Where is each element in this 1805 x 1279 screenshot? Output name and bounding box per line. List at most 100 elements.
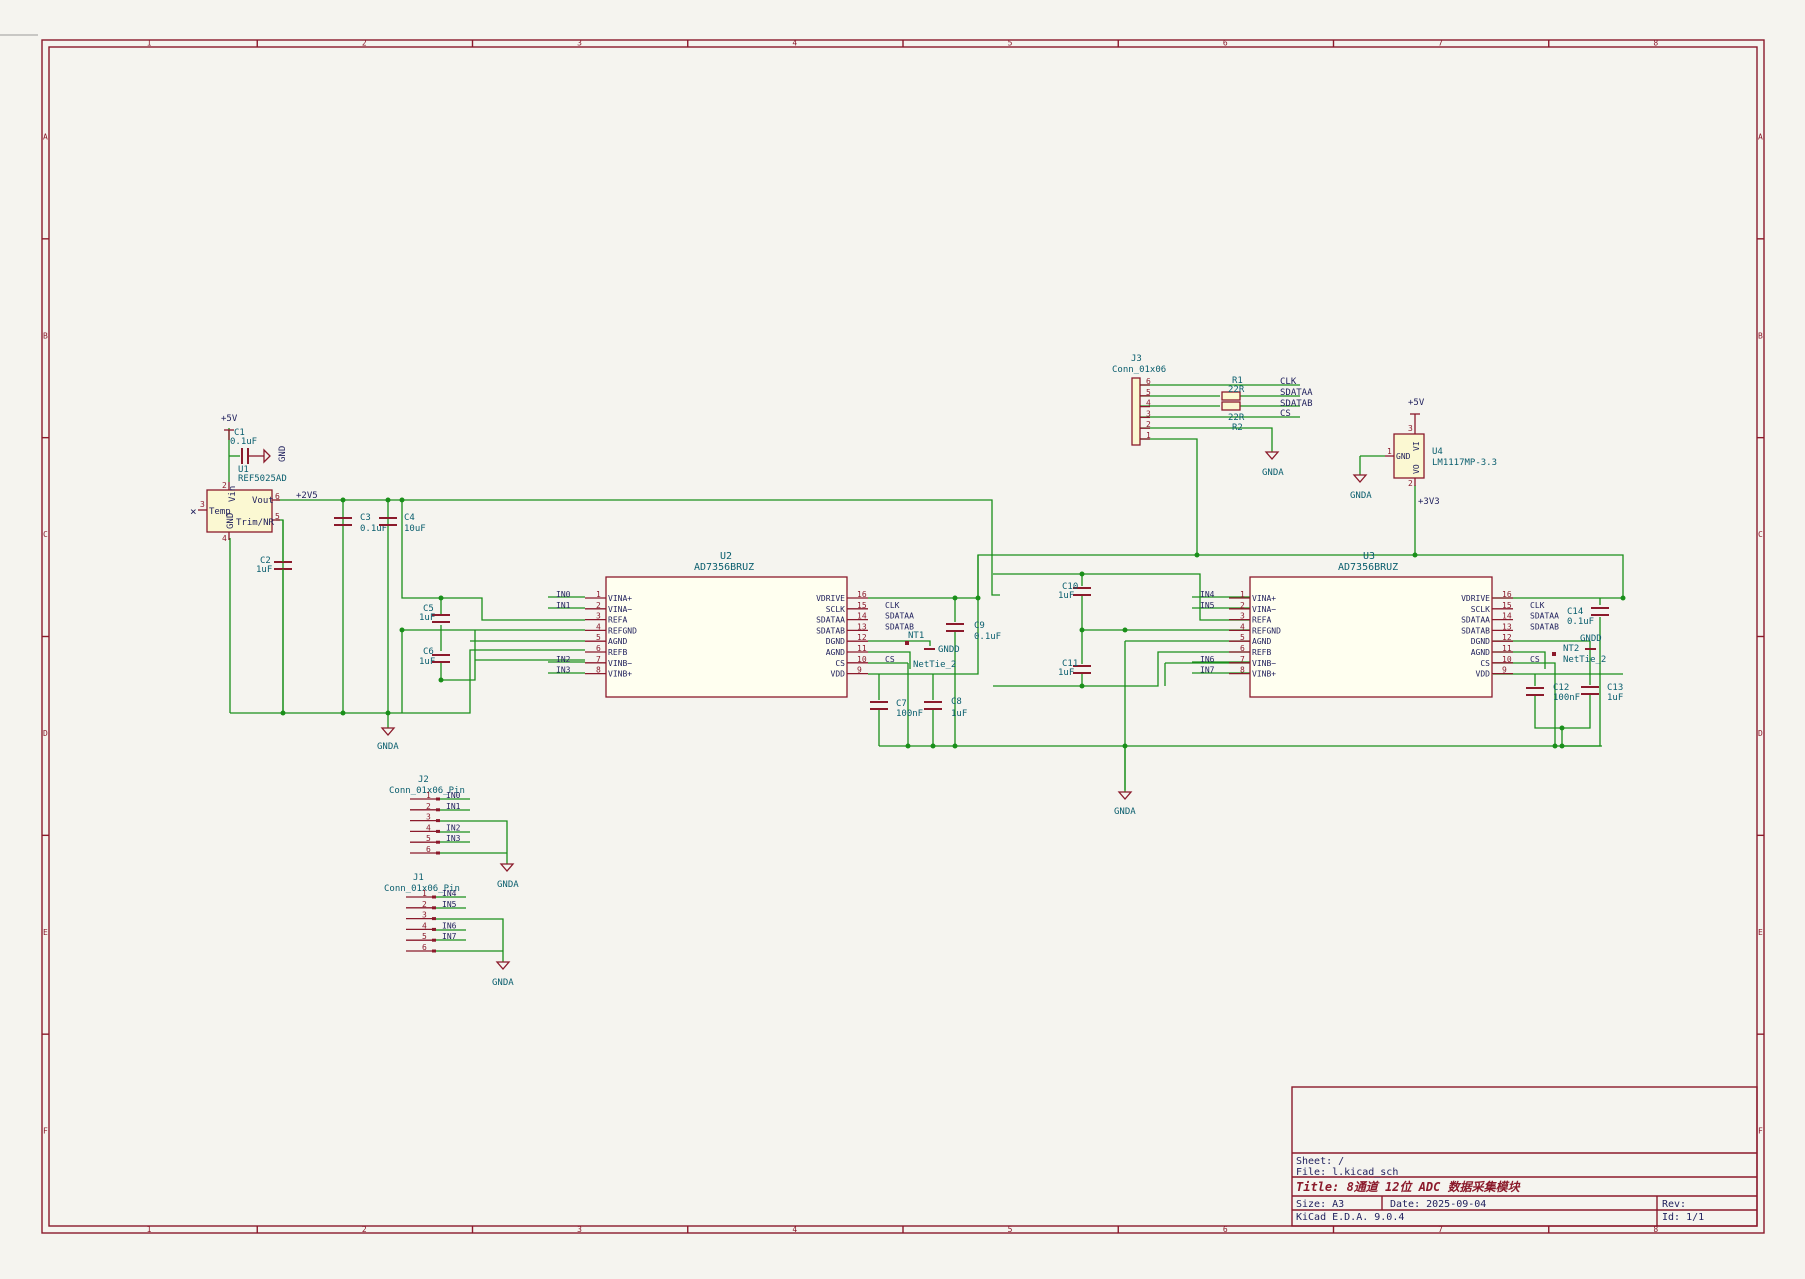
svg-text:GNDA: GNDA (1262, 468, 1284, 478)
svg-text:VI: VI (1412, 441, 1421, 451)
tb-id: Id: 1/1 (1662, 1212, 1704, 1223)
ic-pin-number: 3 (1240, 612, 1245, 621)
svg-text:GNDA: GNDA (1350, 491, 1372, 501)
frame-row-label-right: E (1758, 928, 1763, 937)
svg-text:CLK: CLK (1280, 377, 1297, 387)
ic-pin-name: AGND (1471, 648, 1490, 657)
u1-pin-vin: Vin (228, 486, 238, 502)
svg-text:1uF: 1uF (256, 565, 272, 575)
net-label: IN2 (446, 823, 461, 832)
ic-pin-name: VINA+ (608, 594, 632, 603)
svg-text:0.1uF: 0.1uF (1567, 617, 1594, 627)
svg-text:C2: C2 (260, 556, 271, 566)
ic-pin-name: REFA (608, 616, 627, 625)
c3-cap[interactable]: C3 0.1uF (334, 513, 387, 534)
ic-pin-number: 15 (1502, 601, 1512, 610)
svg-text:6: 6 (275, 492, 280, 501)
ic-pin-name: SCLK (1471, 605, 1490, 614)
svg-text:2: 2 (222, 481, 227, 490)
c4-cap[interactable]: C4 10uF (379, 513, 426, 534)
frame-row-label-right: B (1758, 331, 1763, 340)
gnda-symbol-1: GNDA (377, 727, 399, 752)
u4-regulator[interactable]: GND VO VI 1 2 3 U4 LM1117MP-3.3 +5V +3V3… (1350, 398, 1497, 507)
connector-pin-number: 4 (1146, 399, 1151, 408)
svg-text:C7: C7 (896, 699, 907, 709)
svg-text:C11: C11 (1062, 659, 1078, 669)
frame-col-label-top: 5 (1008, 39, 1013, 48)
ic-pin-name: REFB (1252, 648, 1271, 657)
svg-text:LM1117MP-3.3: LM1117MP-3.3 (1432, 458, 1497, 468)
connector-pin-number: 5 (426, 834, 431, 843)
junction-dots (280, 497, 1626, 749)
c11-cap[interactable]: C11 1uF (1058, 659, 1091, 678)
ic-pin-number: 10 (1502, 655, 1512, 664)
u1-ref5025ad[interactable]: Temp Vin GND Vout Trim/NR 3 2 4 6 5 × U1… (190, 414, 318, 543)
frame-col-label-bottom: 1 (147, 1225, 152, 1234)
svg-text:1: 1 (1387, 447, 1392, 456)
c13-cap[interactable]: C13 1uF (1581, 683, 1623, 703)
svg-text:100nF: 100nF (896, 709, 923, 719)
connector-pin-number: 4 (426, 823, 431, 832)
u1-ref: U1 (238, 465, 249, 475)
connector-pin-number: 5 (422, 932, 427, 941)
u3-ref: U3 (1363, 551, 1375, 562)
svg-text:0.1uF: 0.1uF (230, 437, 257, 447)
c1-cap[interactable]: C1 0.1uF GND (230, 428, 288, 464)
svg-text:VO: VO (1412, 464, 1421, 474)
u2-ref: U2 (720, 551, 732, 562)
svg-text:C10: C10 (1062, 582, 1078, 592)
tb-date: Date: 2025-09-04 (1390, 1199, 1486, 1210)
svg-text:100nF: 100nF (1553, 693, 1580, 703)
svg-text:22R: 22R (1228, 385, 1245, 395)
svg-text:GNDD: GNDD (938, 645, 960, 655)
svg-text:C8: C8 (951, 697, 962, 707)
frame-col-label-top: 6 (1223, 39, 1228, 48)
c10-cap[interactable]: C10 1uF (1058, 582, 1091, 601)
ic-pin-number: 16 (1502, 590, 1512, 599)
frame-col-label-bottom: 3 (577, 1225, 582, 1234)
net-label: IN1 (446, 802, 461, 811)
ic-pin-number: 4 (596, 622, 601, 631)
ic-pin-number: 10 (857, 655, 867, 664)
tb-size: Size: A3 (1296, 1199, 1344, 1210)
ic-pin-name: VINA+ (1252, 594, 1276, 603)
ic-pin-name: CS (835, 659, 845, 668)
svg-text:GNDA: GNDA (1114, 807, 1136, 817)
ic-pin-number: 14 (857, 612, 867, 621)
frame-col-label-top: 2 (362, 39, 367, 48)
c7-cap[interactable]: C7 100nF (870, 699, 923, 719)
svg-text:1uF: 1uF (951, 709, 967, 719)
c9-cap[interactable]: C9 0.1uF (946, 621, 1001, 642)
ic-pin-number: 12 (1502, 633, 1512, 642)
frame-row-label-left: E (43, 928, 48, 937)
svg-text:C9: C9 (974, 621, 985, 631)
net-label: CLK (885, 601, 900, 610)
svg-text:1uF: 1uF (419, 613, 435, 623)
c2-cap[interactable]: C2 1uF (256, 556, 292, 575)
c12-cap[interactable]: C12 100nF (1526, 683, 1580, 703)
ic-pin-number: 9 (857, 666, 862, 675)
svg-text:C1: C1 (234, 428, 245, 438)
net-label: IN7 (1200, 666, 1215, 675)
svg-text:SDATAA: SDATAA (1280, 388, 1313, 398)
net-label: IN4 (442, 889, 457, 898)
ic-pin-number: 2 (596, 601, 601, 610)
ic-pin-number: 5 (1240, 633, 1245, 642)
net-label: CS (1530, 655, 1540, 664)
frame-col-label-bottom: 8 (1653, 1225, 1658, 1234)
frame-row-label-left: D (43, 729, 48, 738)
frame-row-label-right: D (1758, 729, 1763, 738)
c8-cap[interactable]: C8 1uF (924, 697, 967, 719)
c6-cap[interactable]: C6 1uF (419, 647, 450, 667)
ic-pin-number: 13 (1502, 622, 1512, 631)
svg-text:C12: C12 (1553, 683, 1569, 693)
c5-cap[interactable]: C5 1uF (419, 604, 450, 623)
svg-text:0.1uF: 0.1uF (974, 632, 1001, 642)
u1-pin-gnd: GND (226, 513, 236, 529)
c14-cap[interactable]: C14 0.1uF (1567, 607, 1609, 627)
